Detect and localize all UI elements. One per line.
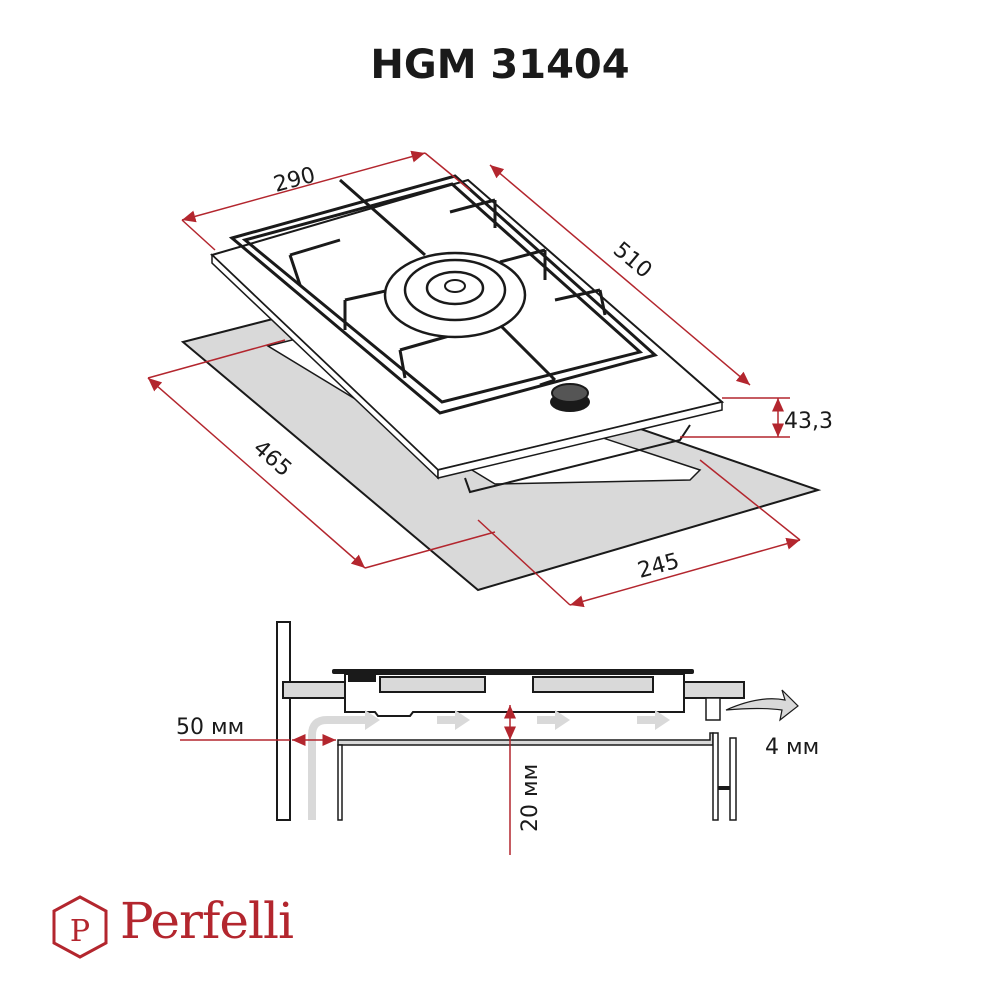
page-title: HGM 31404 <box>370 42 630 88</box>
cutout-width-label: 245 <box>635 549 682 584</box>
brand-logo-icon: P <box>52 895 108 959</box>
wall-gap-label: 50 мм <box>176 715 244 740</box>
dimension-height-label: 43,3 <box>784 409 833 434</box>
air-gap-label: 20 мм <box>518 764 543 832</box>
vent-gap-label: 4 мм <box>765 735 819 760</box>
logo-letter: P <box>70 914 90 949</box>
burner <box>383 251 527 339</box>
cutout-depth-label: 465 <box>248 436 296 482</box>
dimension-width-label: 290 <box>271 163 318 198</box>
control-knob <box>550 383 590 412</box>
dimension-depth-label: 510 <box>608 237 656 283</box>
brand-name: Perfelli <box>120 892 294 950</box>
installation-section <box>180 621 799 855</box>
dimension-lines <box>147 150 801 608</box>
